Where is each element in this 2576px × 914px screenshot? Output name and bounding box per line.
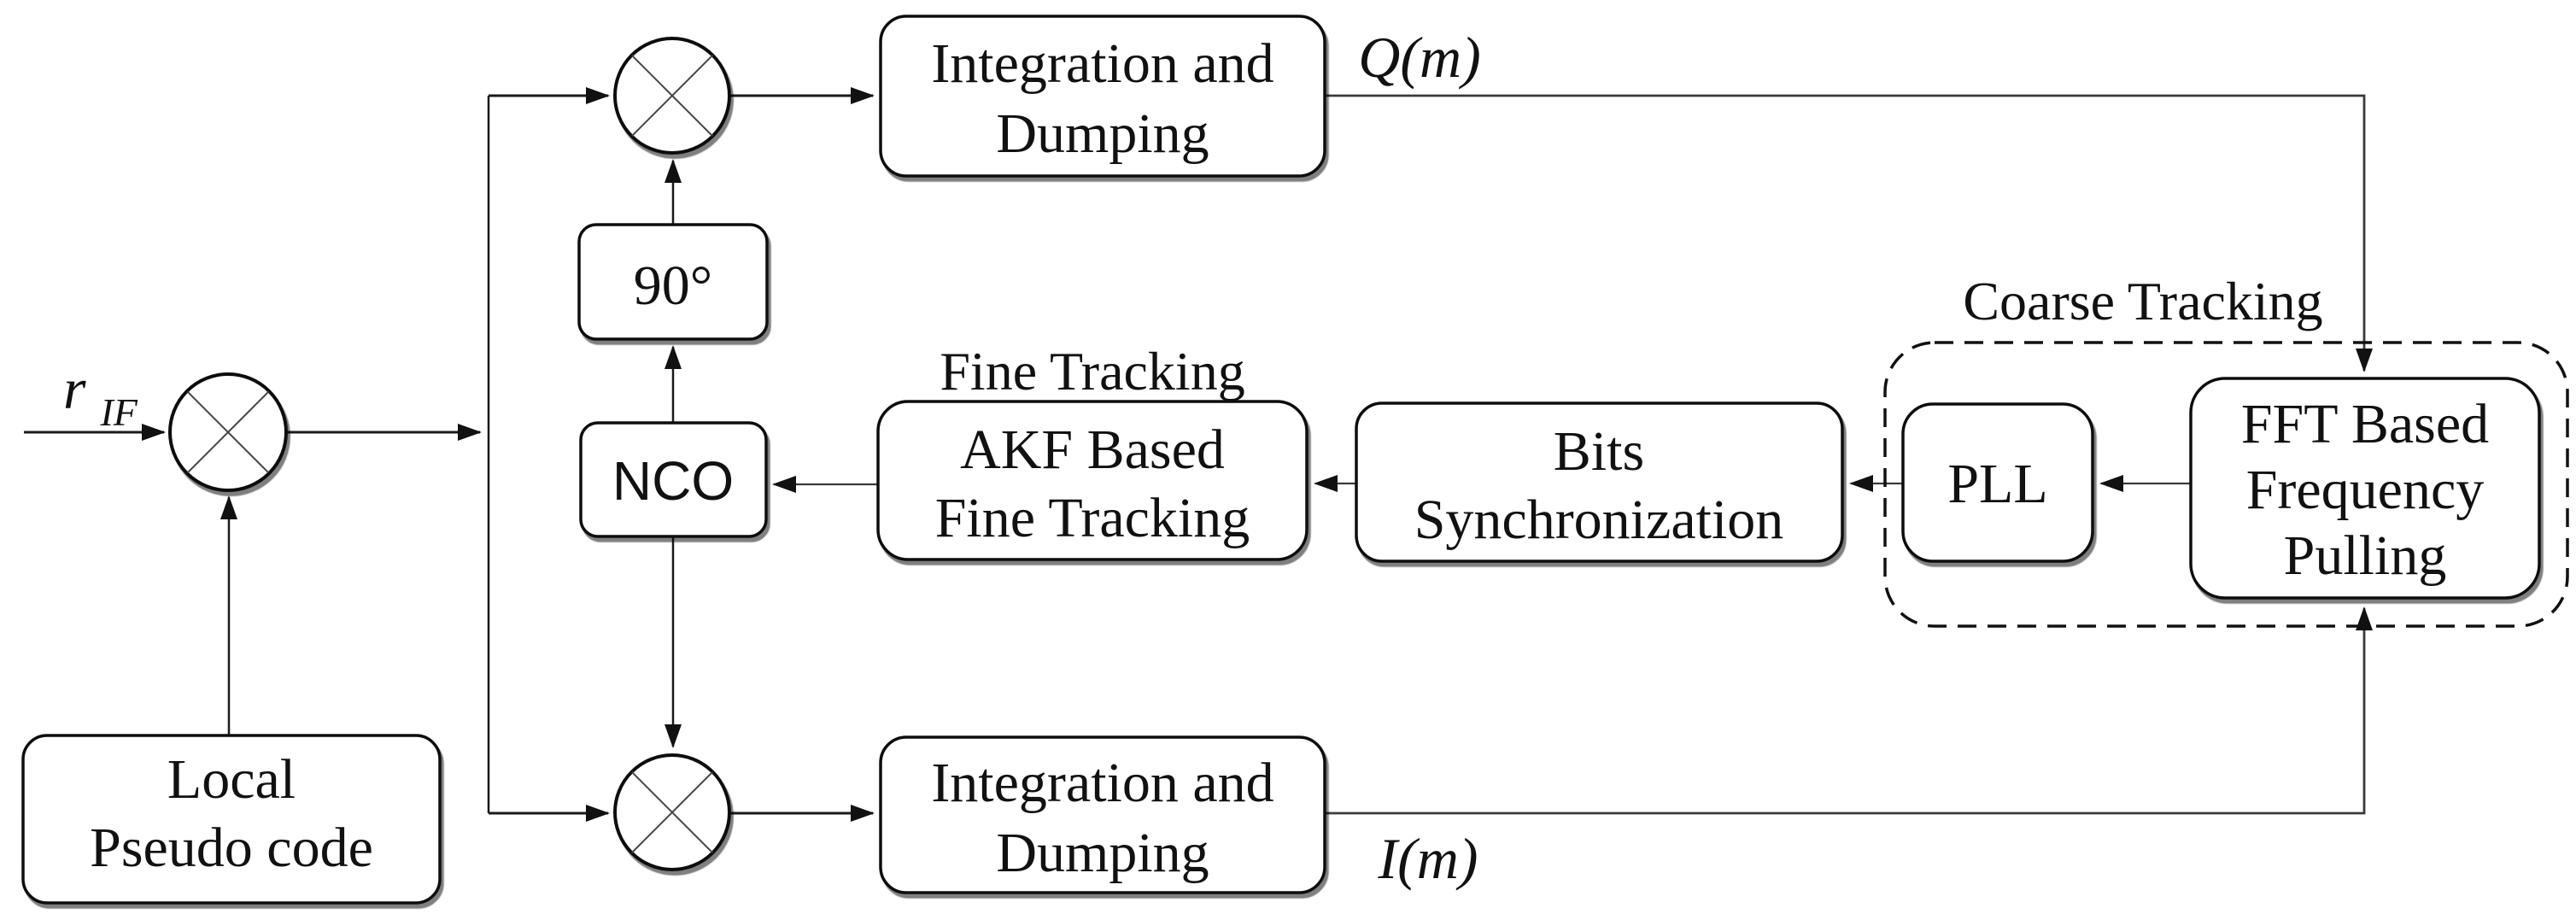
node-fft-line3: Pulling [2284, 524, 2447, 587]
input-signal-subscript: IF [99, 390, 138, 434]
node-integration-i-line2: Dumping [996, 822, 1209, 884]
edge-q-feedback-to-fft [1325, 94, 2373, 372]
node-90-degree-label: 90° [634, 255, 712, 317]
node-pll: PLL [1901, 402, 2094, 563]
node-nco-label: NCO [612, 450, 734, 512]
node-fft-frequency-pulling: FFT Based Frequency Pulling [2189, 377, 2541, 600]
input-signal-label: r IF [63, 356, 138, 434]
i-output-label: I(m) [1377, 826, 1478, 891]
coarse-tracking-group-label: Coarse Tracking [1963, 271, 2322, 331]
node-local-pseudo-code-line2: Pseudo code [90, 817, 373, 879]
node-bits-line1: Bits [1554, 420, 1644, 483]
node-integration-dumping-q: Integration and Dumping [879, 15, 1326, 178]
edge-i-feedback-to-fft [1325, 606, 2373, 815]
node-fft-line1: FFT Based [2241, 393, 2489, 455]
node-nco: NCO [579, 421, 768, 538]
node-local-pseudo-code-line1: Local [167, 748, 296, 811]
node-akf-line1: AKF Based [960, 419, 1225, 481]
fine-tracking-group-label: Fine Tracking [940, 341, 1244, 401]
node-akf-fine-tracking: AKF Based Fine Tracking [876, 400, 1308, 561]
node-integration-q-line1: Integration and [931, 32, 1273, 95]
i-branch-mixer-icon [613, 753, 731, 871]
node-integration-i-line1: Integration and [931, 752, 1273, 814]
node-local-pseudo-code: Local Pseudo code [21, 734, 442, 905]
q-output-label: Q(m) [1358, 25, 1481, 90]
input-signal-symbol: r [63, 356, 86, 421]
input-mixer-icon [168, 372, 288, 492]
node-pll-label: PLL [1947, 453, 2047, 515]
node-fft-line2: Frequency [2246, 459, 2485, 521]
node-integration-dumping-i: Integration and Dumping [879, 735, 1326, 894]
node-90-degree-phase-shift: 90° [577, 223, 769, 341]
node-integration-q-line2: Dumping [996, 103, 1209, 165]
node-bits-line2: Synchronization [1414, 489, 1784, 551]
node-bits-synchronization: Bits Synchronization [1355, 401, 1844, 563]
coarse-tracking-group-outline [1883, 341, 2569, 628]
node-akf-line2: Fine Tracking [935, 487, 1250, 549]
q-branch-mixer-icon [613, 37, 731, 155]
